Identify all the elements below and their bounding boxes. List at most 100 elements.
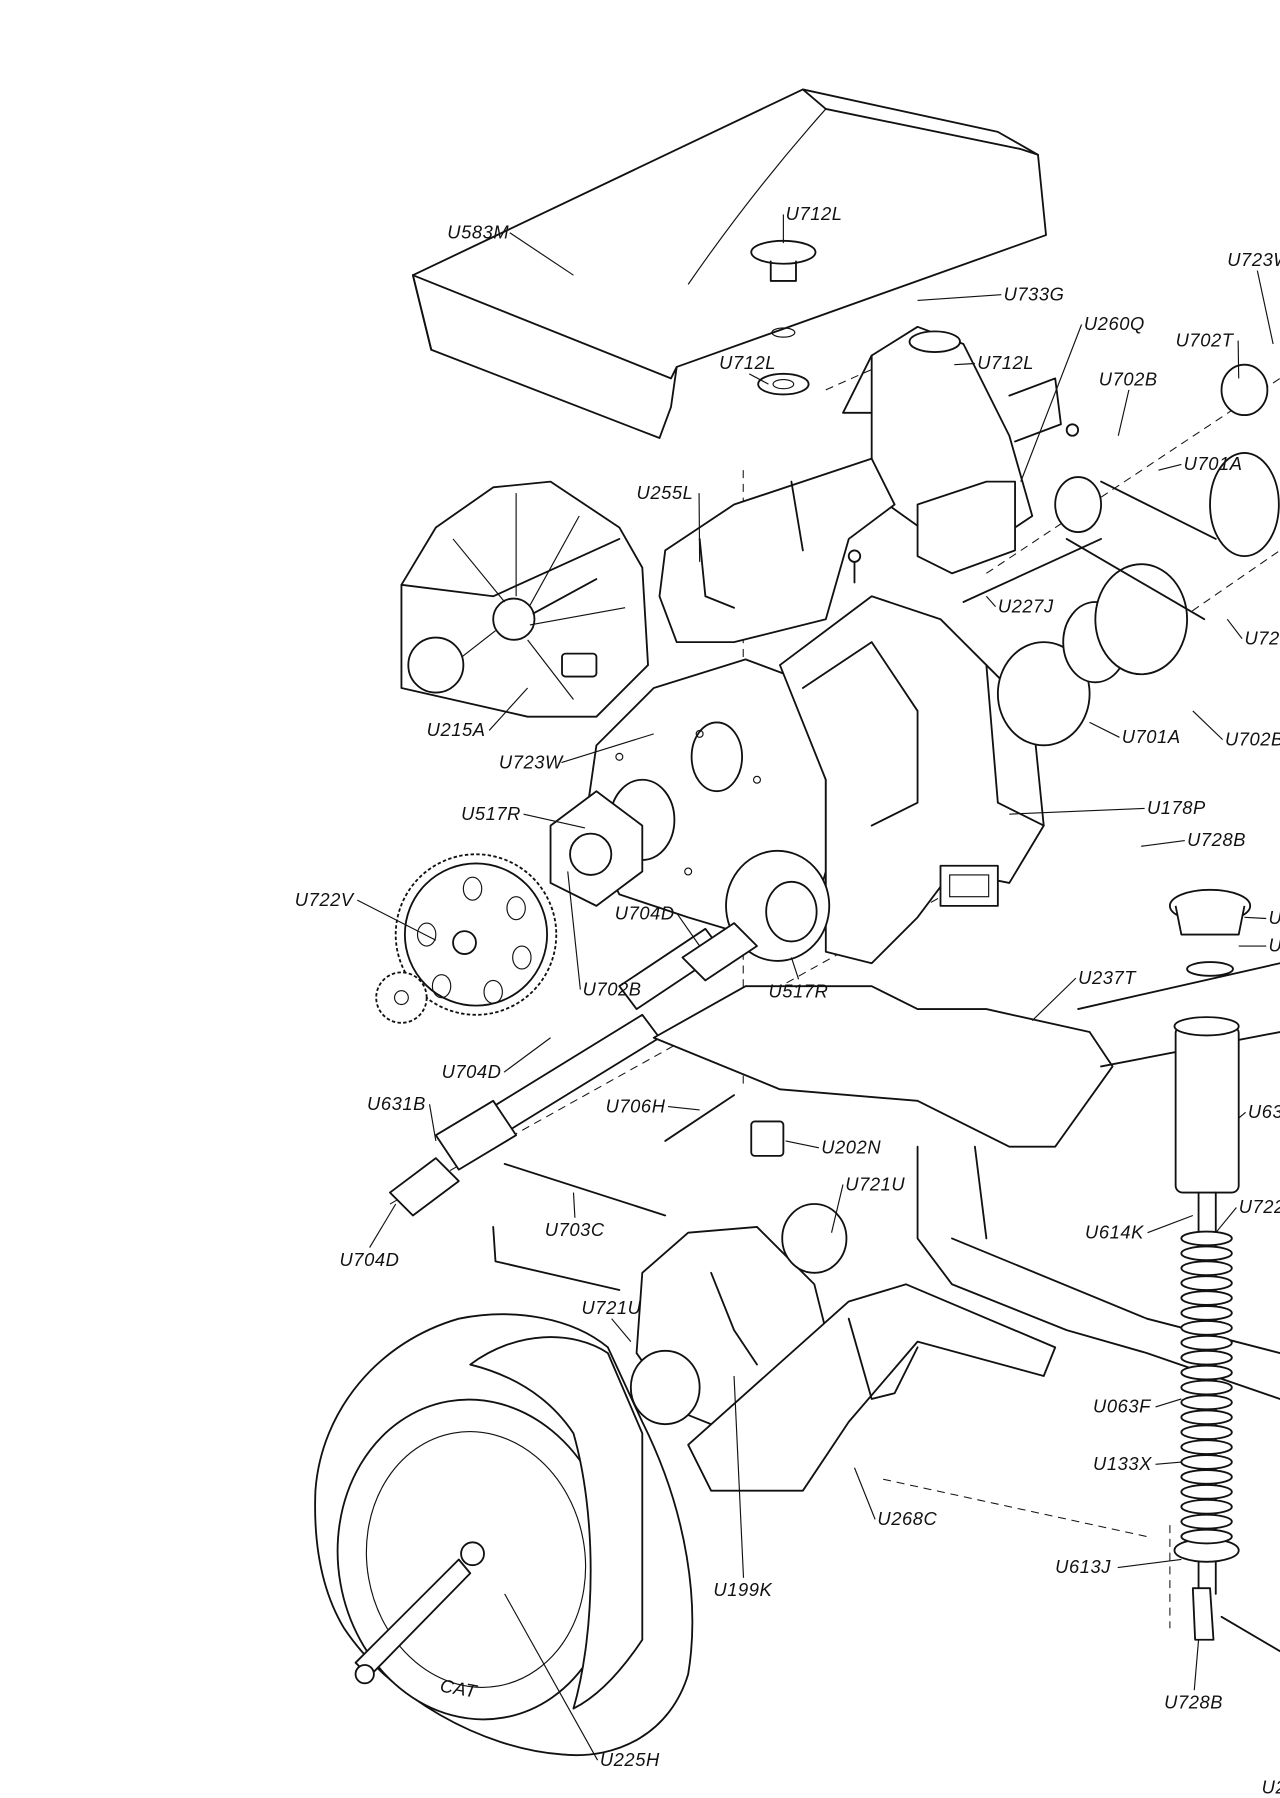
leader-line	[1193, 1639, 1200, 1691]
spring-coil	[1180, 1230, 1233, 1247]
leader-line	[1089, 721, 1120, 738]
leader-line	[1020, 324, 1083, 482]
spring-coil	[1180, 1424, 1233, 1441]
part-number-label: U268C	[877, 1508, 937, 1529]
rear-tire: CAT	[314, 1313, 694, 1757]
spring-coil	[1180, 1409, 1233, 1426]
leader-line	[1009, 807, 1145, 815]
spring-coil	[1180, 1498, 1233, 1515]
part-number-label: U728B	[1164, 1692, 1223, 1713]
part-number-label: U613J	[1055, 1556, 1111, 1577]
spring-coil	[1180, 1439, 1233, 1455]
leader-line	[1117, 389, 1130, 436]
leader-line	[509, 232, 574, 276]
leader-line	[790, 957, 800, 980]
leader-line	[1238, 1111, 1246, 1119]
gear-cover	[400, 480, 649, 718]
spring-coil	[1180, 1290, 1233, 1306]
leader-line	[567, 871, 581, 990]
shock-absorber	[1168, 888, 1280, 1653]
part-number-label: U227J	[998, 595, 1054, 616]
leader-line	[1031, 977, 1077, 1021]
part-number-label: U704D	[442, 1061, 502, 1082]
coil-spring	[1180, 1230, 1233, 1545]
leader-line	[785, 1140, 820, 1149]
leader-line	[503, 1037, 551, 1073]
spring-coil	[1180, 1364, 1233, 1381]
part-number-label: U723W	[499, 751, 564, 772]
part-number-label: U728B	[1187, 829, 1246, 850]
part-number-label: U722	[1239, 1196, 1280, 1217]
leader-line	[1226, 618, 1243, 640]
leader-line	[985, 595, 996, 607]
part-number-label: U712L	[977, 352, 1034, 373]
part-number-label: U517R	[461, 803, 521, 824]
spur-gear	[375, 853, 558, 1024]
part-number-label: U702B	[583, 978, 642, 999]
leader-line	[1147, 1214, 1194, 1234]
part-number-label: U702T	[1176, 329, 1235, 350]
leader-line	[1158, 463, 1182, 471]
leader-line	[1256, 270, 1274, 345]
leader-line	[1244, 916, 1267, 920]
part-number-label: U733G	[1004, 283, 1065, 304]
part-number-label: U255L	[637, 482, 694, 503]
part-number-label: U614K	[1085, 1221, 1144, 1242]
part-number-label: U706H	[606, 1095, 666, 1116]
callout-labels: U583MU712LU723WU733GU260QU702TU712LU712L…	[295, 203, 1280, 1797]
part-number-label: U2	[1262, 1776, 1280, 1797]
part-number-label: U517R	[768, 981, 828, 1002]
rear-wing	[411, 88, 1047, 439]
part-number-label: U721U	[582, 1297, 642, 1318]
part-number-label: U178P	[1147, 797, 1206, 818]
leader-line	[748, 373, 769, 385]
leader-line	[611, 1318, 632, 1342]
leader-line	[1215, 1207, 1237, 1234]
spring-coil	[1180, 1513, 1233, 1530]
spring-coil	[1180, 1245, 1233, 1262]
spring-coil	[1180, 1305, 1233, 1321]
part-number-label: U202N	[821, 1137, 881, 1158]
part-number-label: U704D	[339, 1249, 399, 1270]
leader-line	[1141, 839, 1185, 847]
spring-coil	[1180, 1484, 1233, 1500]
part-number-label: U133X	[1093, 1453, 1152, 1474]
leader-line	[369, 1203, 397, 1248]
part-number-label: U701A	[1122, 726, 1181, 747]
part-number-label: U631B	[367, 1093, 426, 1114]
part-number-label: U712L	[719, 352, 776, 373]
pulleys	[962, 363, 1280, 747]
part-number-label: U702B	[1099, 368, 1158, 389]
leader-lines	[357, 214, 1274, 1761]
upper-housing	[658, 457, 896, 644]
leader-line	[523, 813, 586, 829]
driveshaft	[389, 922, 758, 1217]
part-number-label: U704D	[615, 903, 675, 924]
part-number-label: U703C	[545, 1219, 605, 1240]
bearing-carrier-right	[725, 849, 831, 962]
spring-coil	[1180, 1320, 1233, 1336]
part-number-label: U	[1269, 907, 1280, 928]
spring-coil	[1180, 1469, 1233, 1485]
leader-line	[853, 1467, 876, 1520]
part-number-label: U723W	[1227, 249, 1280, 270]
leader-line	[357, 899, 437, 941]
part-number-label: U721U	[845, 1173, 905, 1194]
part-number-label: U722V	[295, 889, 355, 910]
spring-coil	[1180, 1454, 1233, 1470]
leader-line	[572, 1192, 576, 1218]
spring-coil	[1180, 1275, 1233, 1291]
leader-line	[668, 1105, 700, 1111]
wing-mount	[842, 325, 1080, 575]
part-number-label: U	[1269, 935, 1280, 956]
leader-line	[733, 1375, 745, 1578]
part-number-label: U725	[1244, 627, 1280, 648]
link-rods	[492, 1094, 785, 1291]
spring-coil	[1180, 1334, 1233, 1351]
leader-line	[1155, 1461, 1182, 1465]
part-number-label: U63	[1248, 1101, 1280, 1122]
part-number-label: U702B	[1225, 728, 1280, 749]
leader-line	[488, 687, 529, 731]
